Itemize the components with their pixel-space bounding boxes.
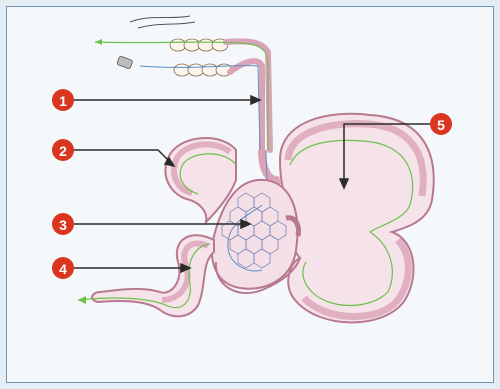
arrow-2 — [74, 150, 170, 162]
callout-badge-1: 1 — [52, 89, 74, 111]
segmented-duct-upper — [170, 39, 228, 51]
lower-duct-pink — [230, 61, 262, 150]
nerve-fiber-top — [130, 16, 190, 22]
badge-label-2: 2 — [59, 143, 67, 159]
upper-tubes — [95, 16, 270, 150]
lower-tube-arrowhead — [78, 296, 86, 304]
badge-label-1: 1 — [59, 93, 67, 109]
probe-tip — [117, 56, 133, 69]
badge-label-4: 4 — [59, 261, 67, 277]
callout-badge-3: 3 — [52, 213, 74, 235]
badge-label-5: 5 — [437, 117, 445, 133]
badge-label-3: 3 — [59, 217, 67, 233]
lower-tube-body — [92, 235, 214, 316]
callout-badge-2: 2 — [52, 139, 74, 161]
arrow-head-flow — [95, 39, 102, 45]
nerve-fiber-top-2 — [138, 22, 195, 28]
descending-duct — [262, 150, 280, 180]
large-chamber — [280, 114, 434, 323]
callout-badge-4: 4 — [52, 257, 74, 279]
callout-badge-5: 5 — [430, 113, 452, 135]
